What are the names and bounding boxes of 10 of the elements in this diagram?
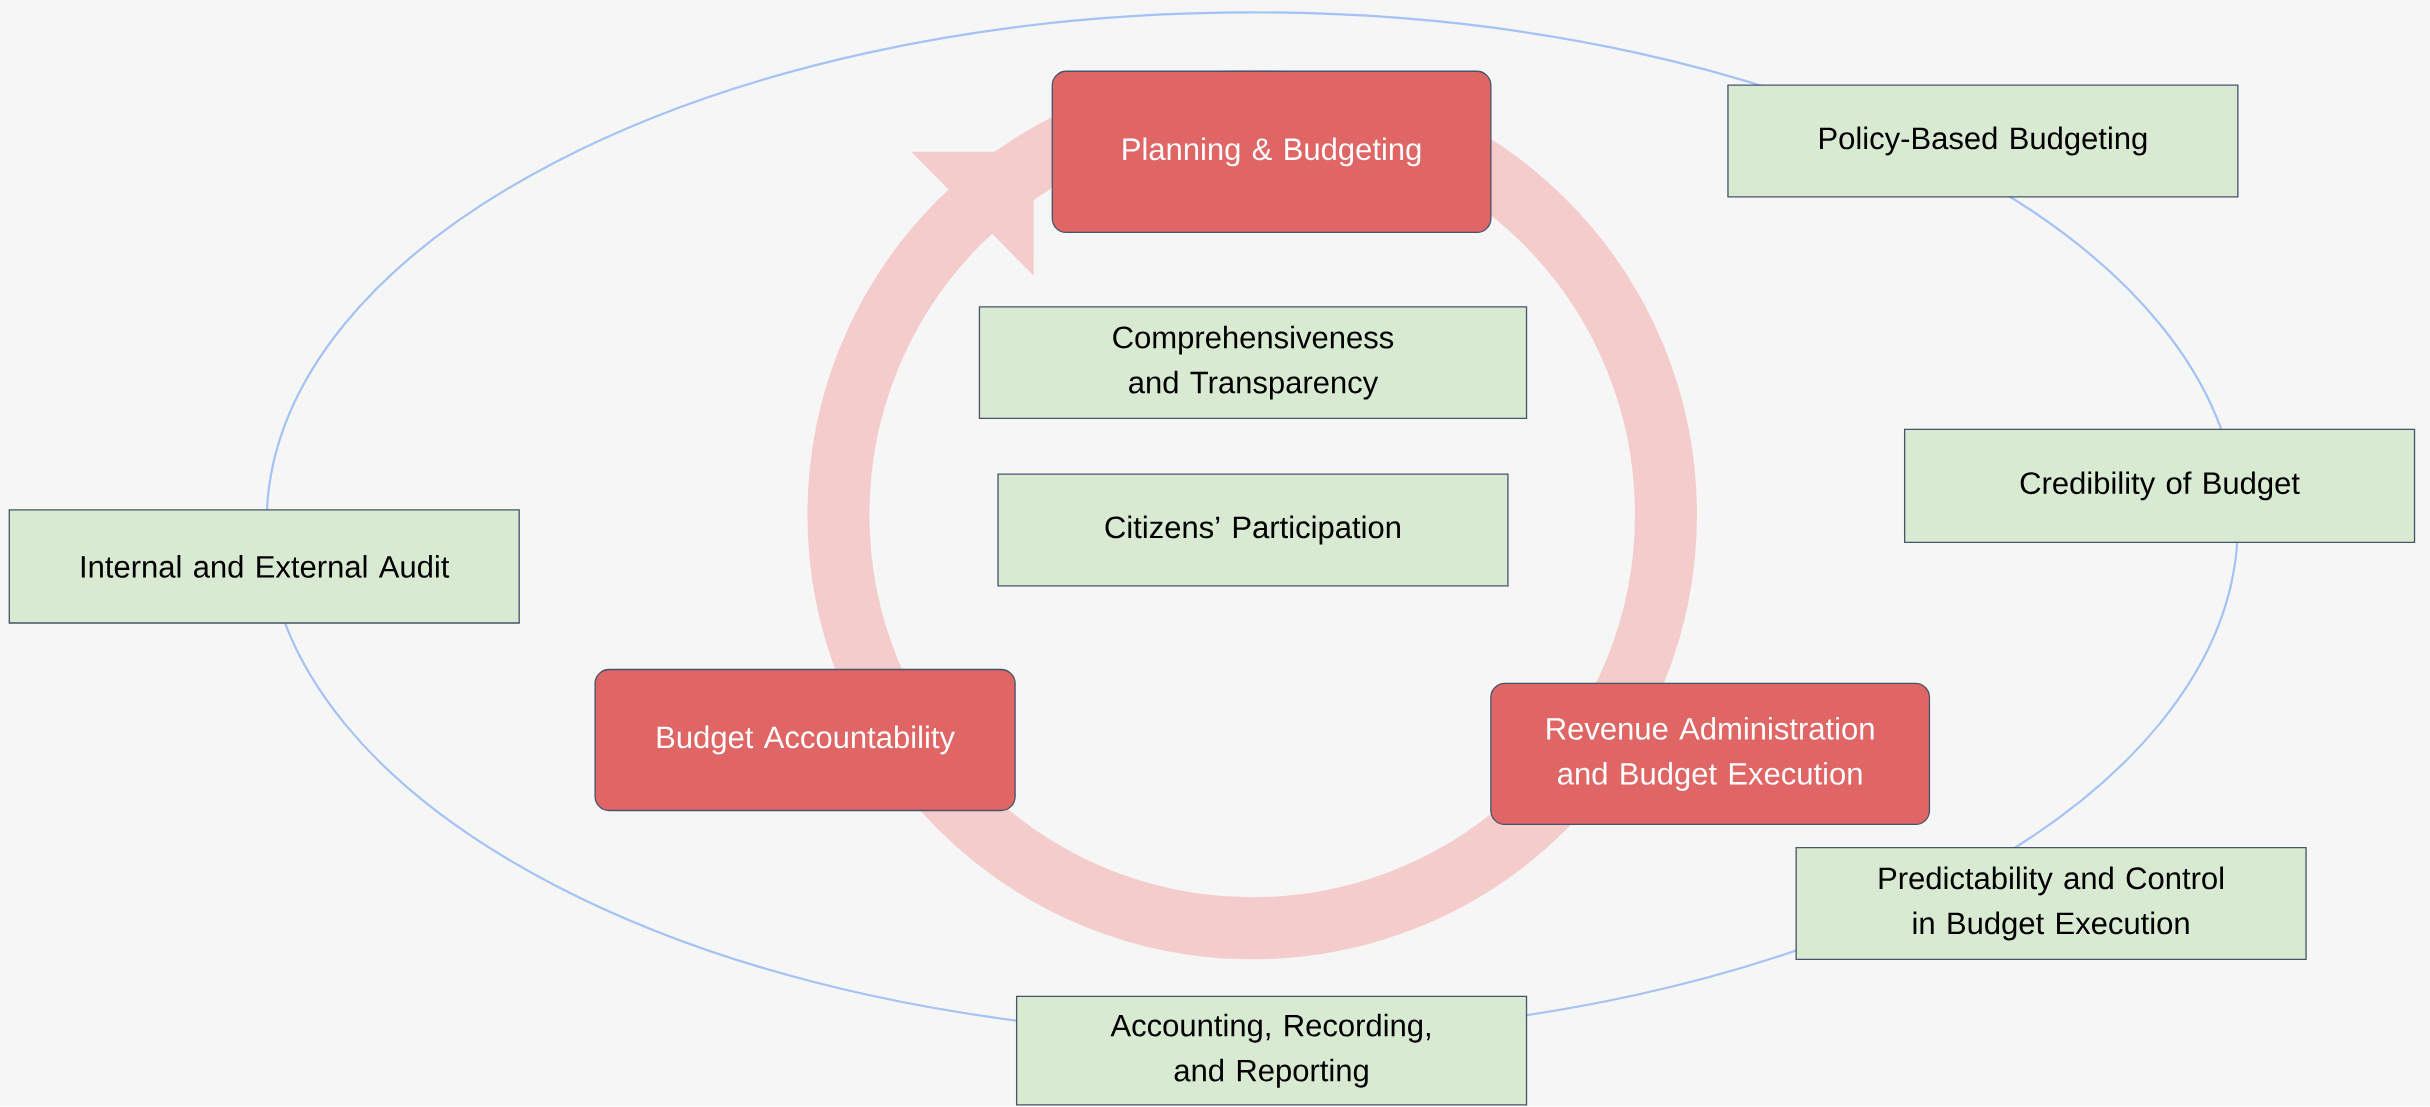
- principle-box: Credibility of Budget: [1904, 428, 2416, 544]
- stage-box: Budget Accountability: [594, 669, 1016, 812]
- principle-box: Accounting, Recording, and Reporting: [1016, 996, 1528, 1106]
- principle-box: Internal and External Audit: [8, 509, 520, 624]
- principle-box: Citizens’ Participation: [997, 473, 1509, 587]
- principle-box: Policy-Based Budgeting: [1727, 84, 2239, 198]
- stage-box: Revenue Administration and Budget Execution: [1490, 683, 1931, 826]
- stage-box: Planning & Budgeting: [1051, 70, 1492, 234]
- principle-box: Predictability and Control in Budget Execution: [1795, 847, 2307, 961]
- principle-box: Comprehensiveness and Transparency: [978, 306, 1528, 420]
